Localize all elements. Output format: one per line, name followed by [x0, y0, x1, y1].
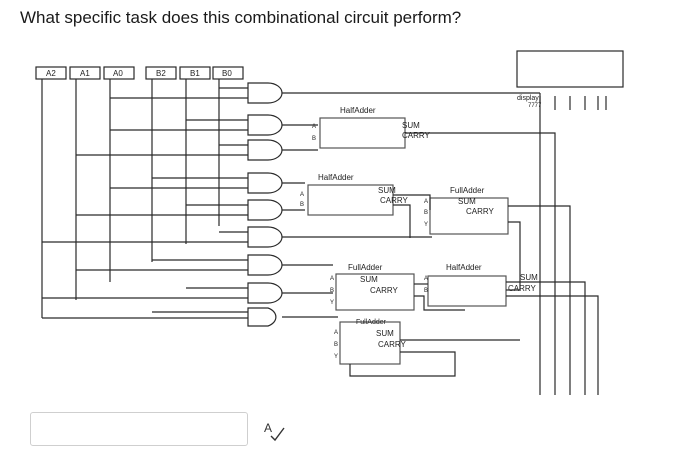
question-text: What specific task does this combination… [20, 8, 462, 27]
halfadder-1-b: B [312, 136, 316, 142]
gate-input-wires [42, 87, 248, 319]
halfadder-2-a: A [300, 192, 304, 198]
svg-text:A: A [264, 421, 272, 435]
fulladder-3-a: A [334, 330, 338, 336]
halfadder-3-b: B [424, 288, 428, 294]
input-switch-a0[interactable] [103, 66, 135, 80]
halfadder-2 [307, 184, 394, 216]
halfadder-1 [319, 117, 406, 149]
fulladder-2-y: Y [330, 300, 334, 306]
fulladder-3-carry: CARRY [378, 340, 407, 349]
fulladder-2-carry: CARRY [370, 286, 399, 295]
fulladder-2-title: FullAdder [348, 263, 383, 272]
display-sub-label: 7777 [528, 103, 542, 109]
input-switch-a2[interactable] [35, 66, 67, 80]
adder-interconnect [349, 93, 599, 395]
input-label-b1: B1 [190, 69, 200, 78]
display-box [516, 50, 624, 88]
input-switch-b1[interactable] [179, 66, 211, 80]
input-switch-b0[interactable] [212, 66, 244, 80]
halfadder-1-sum: SUM [402, 121, 420, 130]
fulladder-1-y: Y [424, 222, 428, 228]
fulladder-2-sum: SUM [360, 275, 378, 284]
halfadder-3-title: HalfAdder [446, 263, 482, 272]
halfadder-3-a: A [424, 276, 428, 282]
input-label-a0: A0 [113, 69, 123, 78]
halfadder-1-carry: CARRY [402, 131, 431, 140]
input-switch-b2[interactable] [145, 66, 177, 80]
fulladder-1 [429, 197, 509, 235]
answer-input[interactable] [30, 412, 248, 446]
fulladder-3-title: FullAdder [356, 319, 387, 326]
and-gates [247, 82, 283, 327]
input-switch-a1[interactable] [69, 66, 101, 80]
input-label-a2: A2 [46, 69, 56, 78]
input-buses [41, 79, 220, 318]
fulladder-3-y: Y [334, 354, 338, 360]
halfadder-2-title: HalfAdder [318, 173, 354, 182]
fulladder-1-title: FullAdder [450, 186, 485, 195]
circuit-diagram: A2 A1 A0 B2 B1 B0 display 7777 HalfAdder… [35, 50, 624, 395]
halfadder-3-sum: SUM [520, 273, 538, 282]
display-input-wires [539, 96, 607, 110]
input-label-b2: B2 [156, 69, 166, 78]
fulladder-1-carry: CARRY [466, 207, 495, 216]
fulladder-2 [335, 273, 415, 311]
halfadder-3-carry: CARRY [508, 284, 537, 293]
fulladder-3-sum: SUM [376, 329, 394, 338]
halfadder-3 [427, 275, 507, 307]
spell-check-icon[interactable]: A [262, 418, 286, 442]
display-label: display [517, 95, 539, 102]
gate-output-wires [282, 92, 540, 318]
fulladder-1-sum: SUM [458, 197, 476, 206]
input-label-b0: B0 [222, 69, 232, 78]
fulladder-3-b: B [334, 342, 338, 348]
fulladder-3 [339, 321, 401, 365]
halfadder-2-b: B [300, 202, 304, 208]
fulladder-2-b: B [330, 288, 334, 294]
fulladder-1-a: A [424, 199, 428, 205]
halfadder-2-sum: SUM [378, 186, 396, 195]
fulladder-1-b: B [424, 210, 428, 216]
halfadder-1-title: HalfAdder [340, 106, 376, 115]
halfadder-2-carry: CARRY [380, 196, 409, 205]
fulladder-2-a: A [330, 276, 334, 282]
input-label-a1: A1 [80, 69, 90, 78]
halfadder-1-a: A [312, 124, 316, 130]
